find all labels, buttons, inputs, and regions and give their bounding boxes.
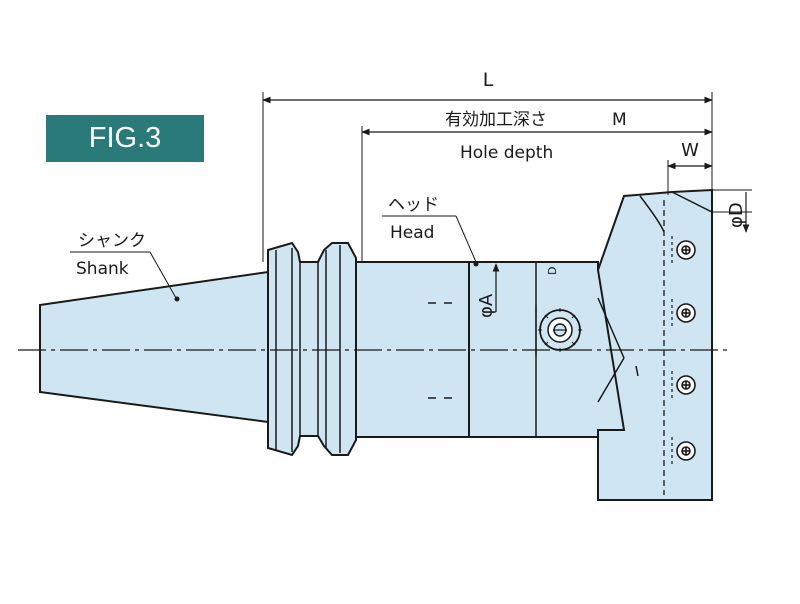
head-leader-dot [473,261,479,267]
insert-screw-icons [676,240,696,461]
head-label-jp: ヘッド [388,195,439,215]
shank-leader [149,251,177,299]
head-label-en: Head [390,223,434,243]
dim-l-label: L [483,69,494,91]
cutter-body [596,188,713,501]
head-diagonal-lines [597,195,665,403]
head-leader [455,215,477,263]
shank-leader-dot [174,296,180,302]
dim-d-label: φD [726,202,747,228]
figure-label: FIG.3 [88,122,162,154]
insert-screw-icon [676,240,696,260]
shank-taper [39,270,269,424]
insert-screw-icon [676,441,696,461]
dim-m-label-jp: 有効加工深さ [445,110,547,130]
dim-a-label: φA [476,293,497,318]
insert-screw-icon [676,303,696,323]
fig-badge-bg [46,115,204,162]
insert-screw-icon [676,375,696,395]
dim-m-label-en: Hole depth [460,143,553,163]
shank-label-jp: シャンク [78,231,146,251]
adjust-dial-icon [535,305,582,355]
flange-body [267,241,357,457]
extension-lines [262,92,752,262]
head-marker-d: D [546,267,559,275]
bore-dashed-lines [428,262,470,437]
dim-w-label: W [681,140,699,161]
shank-label-en: Shank [76,259,129,279]
dim-m-symbol: M [612,110,627,130]
